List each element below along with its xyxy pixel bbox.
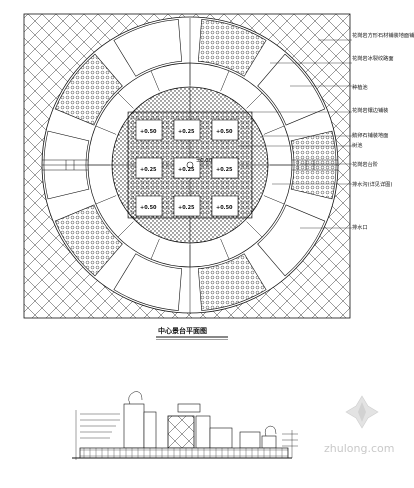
callout-text: 鹅卵石铺装地面 <box>352 131 388 139</box>
paving-joint-line <box>150 70 160 92</box>
planter-cell: +0.50 <box>135 195 163 217</box>
dimension-ticks <box>282 430 298 458</box>
planter-cell: +0.50 <box>211 119 239 141</box>
callout-text: 花岗岩方形石材铺装地面铺装 <box>352 31 414 39</box>
cell-label: +0.50 <box>140 205 157 211</box>
planter-cell: +0.25 <box>173 195 201 217</box>
dimension-ticks <box>72 410 120 460</box>
paving-joint-line <box>220 70 230 92</box>
section-block <box>209 427 233 449</box>
ring-planter-segment <box>54 204 123 277</box>
callout-text: 排水口 <box>352 223 368 231</box>
ring-planter-segment <box>257 53 326 126</box>
tree-symbol <box>264 425 277 437</box>
paving-joint-line <box>117 221 134 238</box>
paving-joint-line <box>246 92 263 109</box>
section-block <box>195 415 211 449</box>
ring-planter-segment <box>113 253 183 311</box>
section-hatched-core <box>167 415 195 449</box>
cell-label: +0.25 <box>140 167 157 173</box>
paving-joint-line <box>263 125 285 135</box>
paving-joint-line <box>117 92 134 109</box>
callout-text: 排水沟(详见详图) <box>352 180 392 188</box>
plan-title: 中心景台平面图 <box>158 326 207 335</box>
cell-label: +0.25 <box>178 205 195 211</box>
planter-cell: +0.25 <box>135 157 163 179</box>
callout-text: 花岗岩镶边铺装 <box>352 106 388 114</box>
paving-joint-line <box>95 195 117 205</box>
cell-label: +0.25 <box>178 129 195 135</box>
tree-symbol <box>128 391 143 405</box>
section-block <box>177 403 201 413</box>
section-block <box>239 431 261 449</box>
callout-text: 树池 <box>352 141 362 149</box>
cell-label: +0.25 <box>216 167 233 173</box>
ring-segments <box>43 19 337 311</box>
paving-joint-line <box>220 238 230 260</box>
ring-planter-segment <box>257 204 326 277</box>
zhulong-logo-icon <box>345 395 379 429</box>
entry-steps <box>292 159 338 171</box>
ring-planter-segment <box>113 19 183 77</box>
planter-cell: +0.25 <box>211 157 239 179</box>
ring-planter-segment <box>54 53 123 126</box>
planter-cell: +0.25 <box>173 119 201 141</box>
paving-joint-line <box>150 238 160 260</box>
center-marker <box>186 161 194 169</box>
paving-joint-line <box>263 195 285 205</box>
callout-text: 花岗岩冰裂纹路面 <box>352 54 394 62</box>
paving-joint-line <box>246 221 263 238</box>
section-block <box>261 435 277 449</box>
entry-steps <box>42 159 88 171</box>
section-elevation <box>72 391 298 460</box>
callout-text: 种植池 <box>352 83 368 91</box>
cell-label: +0.50 <box>216 129 233 135</box>
cell-label: +0.50 <box>140 129 157 135</box>
cell-label: +0.25 <box>178 167 195 173</box>
plan-view: +0.50 +0.25 +0.50 +0.25 +0.25 +0.25 +0.5… <box>23 13 351 319</box>
planter-cell: +0.25 <box>173 157 201 179</box>
planter-cell: +0.50 <box>211 195 239 217</box>
section-block <box>123 403 145 449</box>
center-elevation: ±0.00 <box>196 158 212 164</box>
planter-cell: +0.50 <box>135 119 163 141</box>
plan-title-block: 中心景台平面图 <box>156 326 228 340</box>
ground-base <box>79 447 289 459</box>
section-block <box>143 411 157 449</box>
ring-planter-segment <box>197 19 267 77</box>
callout-labels: 花岗岩方形石材铺装地面铺装 花岗岩冰裂纹路面 种植池 花岗岩镶边铺装 鹅卵石铺装… <box>238 31 414 231</box>
watermark: zhulong.com <box>324 395 394 455</box>
callout-text: 花岗岩台阶 <box>352 160 379 168</box>
watermark-text: zhulong.com <box>324 442 394 455</box>
paving-joint-line <box>95 125 117 135</box>
cell-label: +0.50 <box>216 205 233 211</box>
ring-planter-segment <box>197 253 267 311</box>
